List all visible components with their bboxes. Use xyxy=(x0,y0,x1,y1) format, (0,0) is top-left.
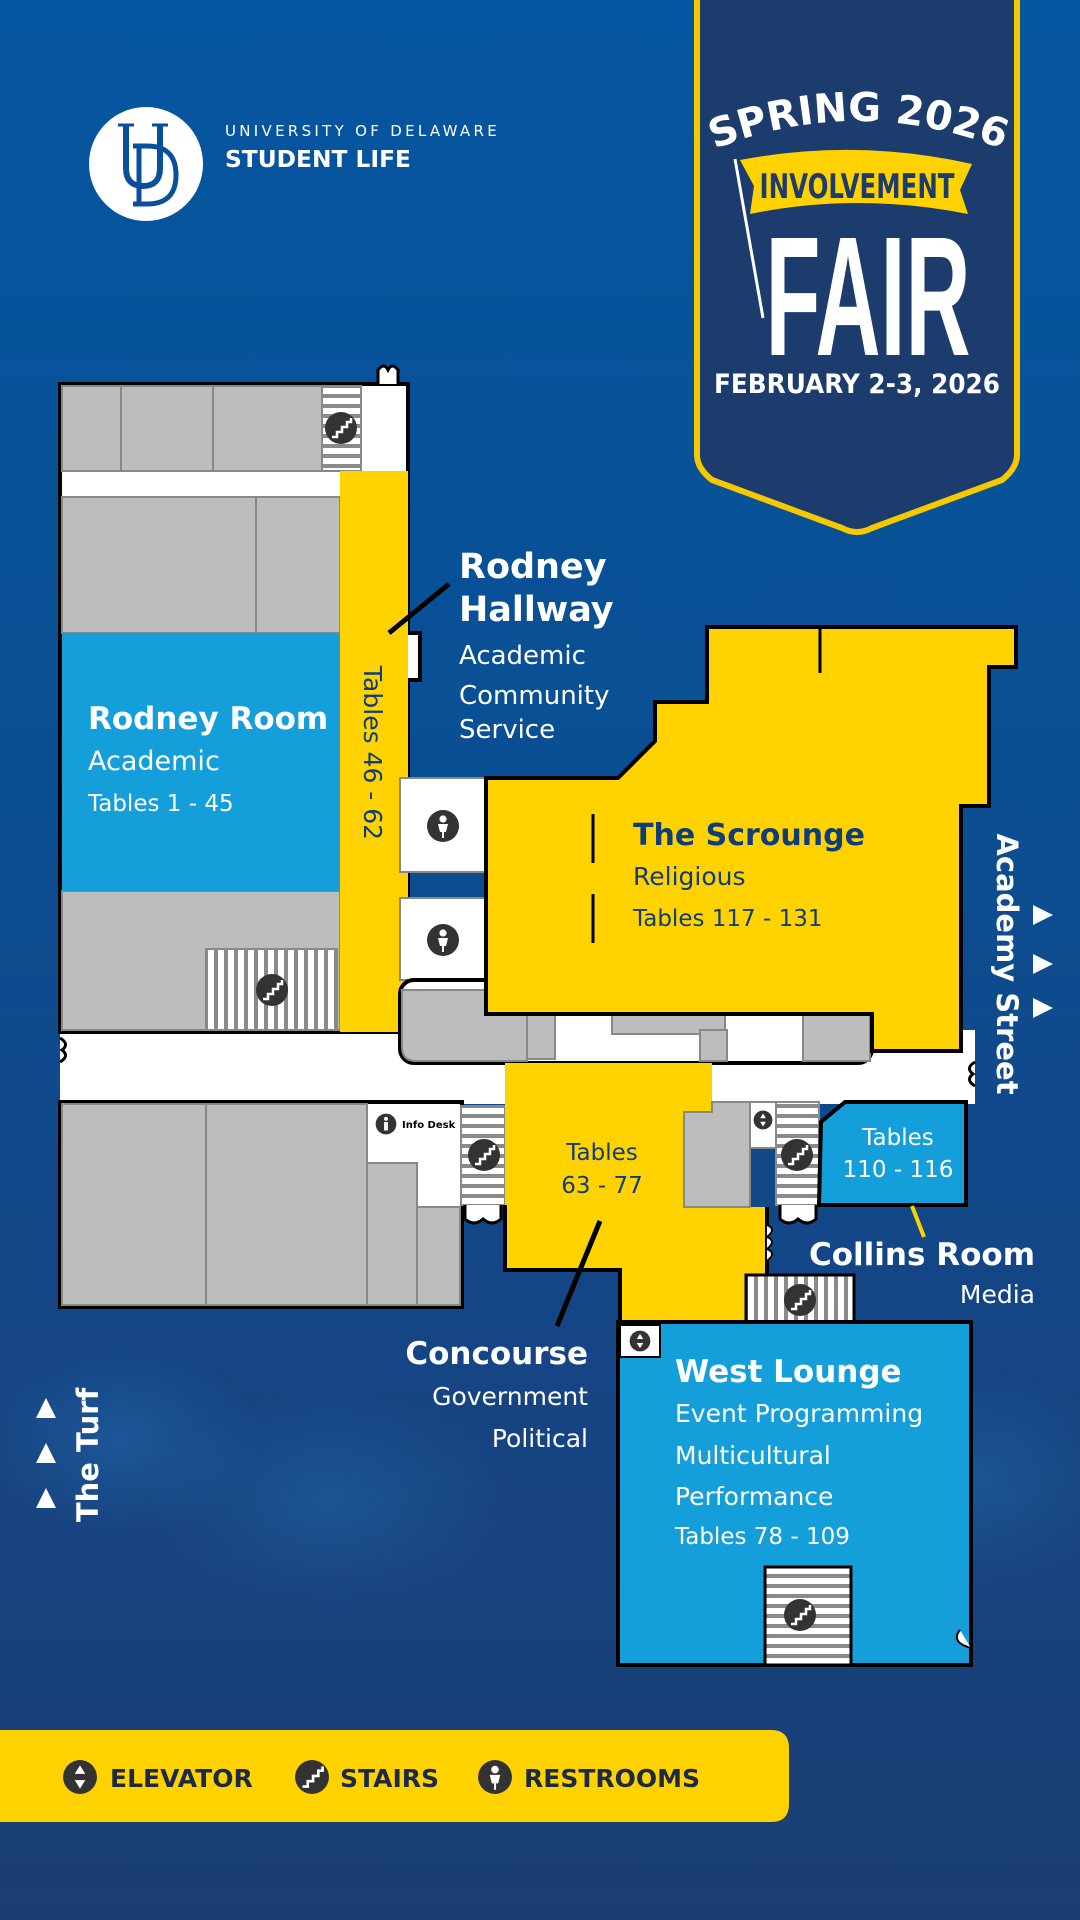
west-lounge-category: Multicultural xyxy=(675,1441,831,1470)
scrounge-area[interactable] xyxy=(484,625,1018,1053)
banner-dates: FEBRUARY 2-3, 2026 xyxy=(714,369,1000,400)
rodney-hallway-leader xyxy=(387,582,451,635)
stairs-icon xyxy=(782,1282,818,1318)
stairs-icon xyxy=(779,1137,815,1173)
rodney-hallway-title-2: Hallway xyxy=(459,590,614,630)
info-icon xyxy=(375,1113,397,1135)
arrow-right-icon xyxy=(1033,954,1053,974)
logo-monogram xyxy=(118,123,179,207)
rodney-hallway-tables: Tables 46 - 62 xyxy=(358,665,387,840)
rodney-hallway-category: Service xyxy=(459,715,555,745)
collins-leader xyxy=(910,1205,926,1238)
concourse-title: Concourse xyxy=(405,1336,588,1372)
rodney-hallway-title-1: Rodney xyxy=(459,547,607,587)
banner-ribbon xyxy=(740,149,972,214)
ud-logo xyxy=(89,107,203,221)
collins-room-category: Media xyxy=(960,1280,1035,1309)
rodney-hallway-category: Academic xyxy=(459,641,586,671)
arrow-up-icon xyxy=(36,1443,56,1463)
info-desk-label: Info Desk xyxy=(402,1120,456,1131)
concourse-category: Political xyxy=(492,1424,588,1453)
the-turf-label: The Turf xyxy=(71,1387,105,1522)
concourse-leader xyxy=(554,1220,603,1327)
elevator-icon xyxy=(63,1760,97,1794)
rodney-room-title: Rodney Room xyxy=(88,701,328,737)
arrow-right-icon xyxy=(1033,905,1053,925)
scrounge-title: The Scrounge xyxy=(633,818,865,853)
west-lounge-category: Event Programming xyxy=(675,1399,923,1428)
collins-tables-range: 110 - 116 xyxy=(843,1157,954,1183)
concourse-tables-label: Tables xyxy=(565,1140,637,1166)
arrow-up-icon xyxy=(36,1488,56,1508)
stairs-icon xyxy=(782,1597,818,1633)
collins-room-area[interactable] xyxy=(816,1100,968,1207)
legend-stairs-label: STAIRS xyxy=(340,1764,439,1793)
stairs-icon xyxy=(323,410,359,446)
restroom-icon xyxy=(478,1760,512,1794)
floor-plan: Info Desk Rodney Hallway Academic Commun… xyxy=(36,364,1053,1667)
collins-tables-label: Tables xyxy=(861,1125,933,1151)
stairs-icon xyxy=(293,1758,331,1796)
stairs-icon xyxy=(254,972,290,1008)
university-name: UNIVERSITY OF DELAWARE xyxy=(225,122,500,140)
academy-street-label: Academy Street xyxy=(990,833,1024,1094)
arrow-right-icon xyxy=(1033,998,1053,1018)
concourse-tables-range: 63 - 77 xyxy=(561,1173,642,1199)
door-north xyxy=(376,364,400,384)
arrow-up-icon xyxy=(36,1398,56,1418)
elevator-icon xyxy=(753,1110,773,1130)
concourse-category: Government xyxy=(432,1382,588,1411)
west-lounge-title: West Lounge xyxy=(675,1354,902,1390)
map-legend: ELEVATOR STAIRS RESTROOMS xyxy=(0,1730,789,1822)
restroom-icon xyxy=(427,924,459,956)
legend-restrooms-label: RESTROOMS xyxy=(524,1764,700,1793)
rodney-room-area[interactable] xyxy=(62,633,340,891)
west-lounge-category: Performance xyxy=(675,1482,833,1511)
the-turf-arrows xyxy=(36,1398,56,1508)
banner-title: FAIR xyxy=(766,202,971,392)
restroom-icon xyxy=(427,810,459,842)
scrounge-tables: Tables 117 - 131 xyxy=(632,906,823,932)
banner-ribbon-text: INVOLVEMENT xyxy=(760,167,956,207)
event-banner: SPRING 2026 INVOLVEMENT FAIR FEBRUARY 2-… xyxy=(694,0,1020,535)
collins-room-title: Collins Room xyxy=(809,1237,1035,1273)
department-name: STUDENT LIFE xyxy=(225,147,411,173)
rodney-room-category: Academic xyxy=(88,746,220,777)
academy-street-arrows xyxy=(1033,905,1053,1018)
rodney-hallway-area[interactable] xyxy=(340,471,408,1032)
concourse-area[interactable] xyxy=(505,1063,767,1325)
legend-elevator-label: ELEVATOR xyxy=(110,1764,253,1793)
rodney-hallway-category: Community xyxy=(459,681,609,711)
west-lounge-tables: Tables 78 - 109 xyxy=(674,1524,850,1550)
flag-pole xyxy=(733,158,765,319)
rodney-room-tables: Tables 1 - 45 xyxy=(87,791,234,817)
elevator-icon xyxy=(629,1330,651,1352)
stairs-icon xyxy=(466,1137,502,1173)
scrounge-category: Religious xyxy=(633,862,746,891)
